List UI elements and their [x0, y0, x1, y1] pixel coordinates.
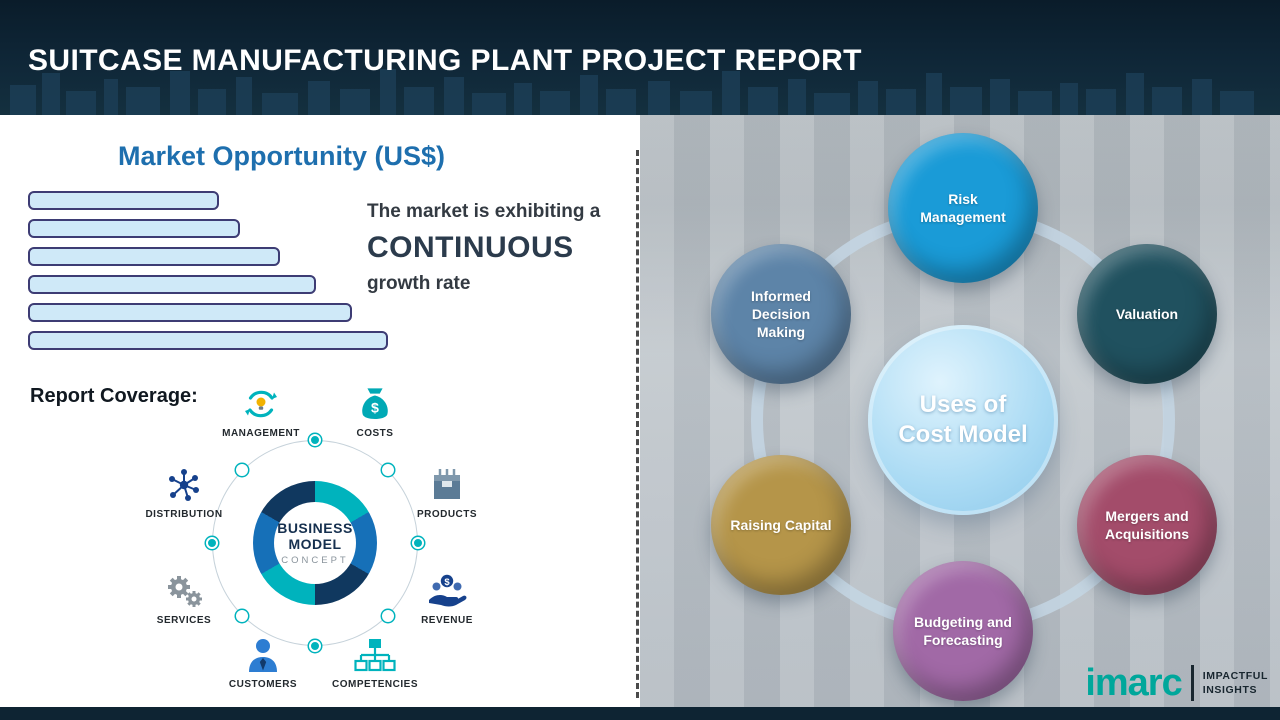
bm-item-revenue: $ REVENUE: [399, 570, 495, 626]
money-bag-icon: $: [327, 383, 423, 425]
market-bar: [28, 303, 352, 322]
market-opportunity-bar-chart: [28, 191, 388, 359]
gears-icon: [136, 570, 232, 612]
market-bar: [28, 219, 241, 238]
logo-tagline: IMPACTFUL INSIGHTS: [1203, 669, 1268, 697]
node-mergers-acquisitions: Mergers and Acquisitions: [1077, 455, 1217, 595]
ring-dot: [382, 464, 394, 476]
bm-item-costs: $ COSTS: [327, 383, 423, 439]
node-valuation: Valuation: [1077, 244, 1217, 384]
business-model-donut: [253, 481, 377, 605]
hand-coins-icon: $: [399, 570, 495, 612]
market-growth-text: The market is exhibiting a CONTINUOUS gr…: [367, 201, 632, 295]
market-bar: [28, 191, 219, 210]
header: SUITCASE MANUFACTURING PLANT PROJECT REP…: [0, 0, 1280, 115]
market-bar: [28, 275, 316, 294]
logo-tagline-line2: INSIGHTS: [1202, 684, 1258, 696]
bm-item-services: SERVICES: [136, 570, 232, 626]
center-label-line1: Uses of: [919, 391, 1007, 418]
svg-text:$: $: [371, 401, 379, 417]
market-opportunity-title: Market Opportunity (US$): [118, 141, 446, 171]
node-informed-decision-making: Informed Decision Making: [711, 244, 851, 384]
node-risk-management: Risk Management: [888, 133, 1038, 283]
bm-item-competencies: COMPETENCIES: [327, 634, 423, 690]
ring-dot: [412, 537, 424, 549]
bm-center-line2: MODEL: [288, 536, 342, 552]
report-coverage-label: Report Coverage:: [30, 385, 198, 407]
bm-item-products: PRODUCTS: [399, 464, 495, 520]
bm-item-distribution: DISTRIBUTION: [136, 464, 232, 520]
ring-dot: [382, 610, 394, 622]
business-model-diagram: BUSINESS MODEL CONCEPT: [206, 434, 424, 652]
business-model-center-label: BUSINESS MODEL CONCEPT: [212, 440, 418, 646]
bottom-bar: [0, 707, 1280, 720]
logo-tagline-line1: IMPACTFUL: [1202, 669, 1268, 682]
city-skyline-graphic: [10, 69, 1254, 115]
market-growth-intro: The market is exhibiting a: [367, 201, 601, 222]
network-icon: [136, 464, 232, 506]
page-title: SUITCASE MANUFACTURING PLANT PROJECT REP…: [28, 44, 862, 77]
package-icon: [399, 464, 495, 506]
ring-dot: [309, 434, 321, 446]
recycle-bulb-icon: [213, 383, 309, 425]
ring-dot: [236, 464, 248, 476]
market-bar: [28, 247, 280, 266]
bm-item-label: MANAGEMENT: [222, 428, 300, 439]
uses-of-cost-model-center: Uses of Cost Model: [868, 325, 1058, 515]
bm-item-label: REVENUE: [421, 615, 473, 626]
center-label-line2: Cost Model: [898, 421, 1028, 448]
svg-text:$: $: [444, 577, 450, 588]
ring-dot: [236, 610, 248, 622]
bm-item-label: COSTS: [356, 428, 394, 439]
left-panel: Market Opportunity (US$) The market is e…: [0, 115, 640, 720]
bm-item-customers: CUSTOMERS: [215, 634, 311, 690]
dashed-divider: [636, 150, 639, 698]
market-bar: [28, 331, 388, 350]
imarc-logo: imarc IMPACTFUL INSIGHTS: [1085, 664, 1268, 702]
market-growth-suffix: growth rate: [367, 273, 471, 294]
org-chart-icon: [327, 634, 423, 676]
bm-item-label: COMPETENCIES: [331, 679, 418, 690]
logo-divider: [1190, 665, 1194, 701]
bm-center-line3: CONCEPT: [281, 555, 349, 567]
bm-center-line1: BUSINESS: [277, 519, 353, 536]
imarc-brand-text: imarc: [1085, 662, 1182, 704]
node-budgeting-forecasting: Budgeting and Forecasting: [893, 561, 1033, 701]
market-growth-highlight: CONTINUOUS: [367, 231, 574, 264]
ring-dot: [309, 640, 321, 652]
bm-item-management: MANAGEMENT: [213, 383, 309, 439]
person-icon: [215, 634, 311, 676]
bm-item-label: PRODUCTS: [416, 509, 478, 520]
ring-dot: [206, 537, 218, 549]
bm-item-label: DISTRIBUTION: [145, 509, 223, 520]
bm-item-label: CUSTOMERS: [228, 679, 298, 690]
node-raising-capital: Raising Capital: [711, 455, 851, 595]
right-panel: Uses of Cost Model Risk Management Valua…: [640, 115, 1280, 720]
bm-item-label: SERVICES: [156, 615, 212, 626]
